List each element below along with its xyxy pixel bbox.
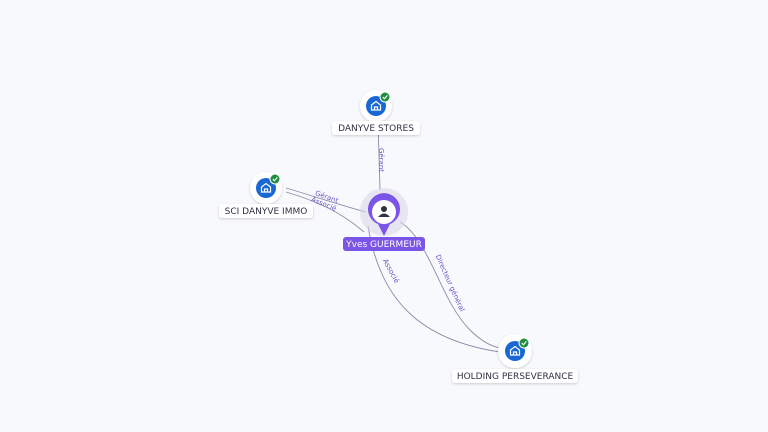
building-icon — [366, 96, 386, 116]
relation-edge — [367, 225, 501, 353]
relation-label: Directeur général — [434, 254, 466, 313]
svg-text:HOLDING PERSEVERANCE: HOLDING PERSEVERANCE — [457, 372, 574, 382]
company-node-danyve-stores[interactable]: DANYVE STORES — [332, 90, 420, 135]
company-label: SCI DANYVE IMMO — [219, 204, 313, 218]
company-label: DANYVE STORES — [332, 121, 420, 135]
building-icon — [256, 178, 276, 198]
person-label: Yves GUERMEUR — [343, 237, 425, 251]
company-node-sci-danyve-immo[interactable]: SCI DANYVE IMMO — [219, 172, 313, 218]
verified-check-icon — [518, 337, 530, 349]
relation-edge — [285, 187, 367, 213]
relation-label: Gérant — [377, 148, 385, 172]
company-icon-bg — [366, 96, 386, 116]
verified-check-icon — [379, 91, 391, 103]
svg-text:DANYVE STORES: DANYVE STORES — [338, 124, 414, 134]
relation-label: Associé — [381, 257, 400, 284]
svg-text:Yves GUERMEUR: Yves GUERMEUR — [345, 240, 422, 250]
person-icon — [378, 206, 390, 217]
relation-edge — [285, 191, 365, 233]
company-label: HOLDING PERSEVERANCE — [452, 369, 578, 383]
svg-text:SCI DANYVE IMMO: SCI DANYVE IMMO — [225, 207, 308, 217]
person-node[interactable]: Yves GUERMEUR — [343, 188, 425, 251]
company-node-holding-perseverance[interactable]: HOLDING PERSEVERANCE — [452, 334, 578, 383]
verified-check-icon — [269, 173, 281, 185]
